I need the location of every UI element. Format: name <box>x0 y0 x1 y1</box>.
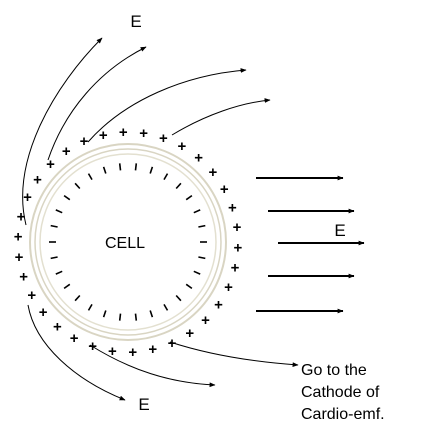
positive-charge: + <box>62 143 71 160</box>
positive-charge: + <box>108 343 117 360</box>
positive-charge: + <box>53 318 62 335</box>
negative-charge <box>102 166 107 174</box>
field-line-curve <box>169 341 299 368</box>
negative-charge <box>63 283 71 290</box>
straight-field-arrows <box>256 175 365 314</box>
negative-charge <box>134 313 138 321</box>
positive-charge: + <box>148 341 157 358</box>
positive-charge: + <box>201 312 210 329</box>
field-line-curve <box>171 98 271 136</box>
field-line-curve <box>27 304 126 401</box>
negative-charge <box>74 182 81 190</box>
negative-charge <box>163 173 169 181</box>
positive-charge: + <box>185 325 194 342</box>
negative-charge <box>163 303 169 311</box>
field-label-top: E <box>130 12 141 31</box>
positive-charge: + <box>14 229 23 246</box>
negative-charge <box>149 166 154 174</box>
positive-charge: + <box>39 304 48 321</box>
caption: Go to the Cathode of Cardio-emf. <box>301 362 385 423</box>
negative-charge <box>198 256 206 260</box>
positive-charge: + <box>194 150 203 167</box>
negative-charge <box>55 270 63 275</box>
field-label-right: E <box>334 221 345 240</box>
positive-charge: + <box>27 287 36 304</box>
positive-charge: + <box>88 338 97 355</box>
positive-charge: + <box>231 260 240 277</box>
field-label-bottom: E <box>138 395 149 414</box>
negative-charge <box>175 294 182 302</box>
positive-charge: + <box>15 249 24 266</box>
positive-charge: + <box>220 181 229 198</box>
outer-positive-charges: ++++++++++++++++++++++++++++++++++ <box>14 124 243 361</box>
positive-charge: + <box>119 124 128 141</box>
caption-line: Go to the <box>301 362 367 379</box>
negative-charge <box>50 224 58 228</box>
negative-charge <box>74 294 81 302</box>
positive-charge: + <box>178 138 187 155</box>
positive-charge: + <box>159 130 168 147</box>
field-line-curve <box>89 344 216 388</box>
positive-charge: + <box>23 189 32 206</box>
negative-charge <box>149 310 154 318</box>
field-line-curve <box>22 37 103 226</box>
negative-charge <box>118 163 122 171</box>
negative-charge <box>175 182 182 190</box>
positive-charge: + <box>168 335 177 352</box>
positive-charge: + <box>234 240 243 257</box>
negative-charge <box>102 310 107 318</box>
negative-charge <box>193 270 201 275</box>
positive-charge: + <box>19 269 28 286</box>
positive-charge: + <box>17 208 26 225</box>
negative-charge <box>87 303 93 311</box>
field-line-curve <box>87 68 247 143</box>
positive-charge: + <box>70 330 79 347</box>
inner-negative-charges <box>49 163 207 321</box>
positive-charge: + <box>224 279 233 296</box>
caption-line: Cathode of <box>301 384 380 401</box>
negative-charge <box>193 209 201 214</box>
cell-label: CELL <box>105 235 145 252</box>
positive-charge: + <box>233 219 242 236</box>
positive-charge: + <box>80 133 89 150</box>
negative-charge <box>185 194 193 201</box>
field-line-curve <box>47 46 147 161</box>
negative-charge <box>50 256 58 260</box>
positive-charge: + <box>209 164 218 181</box>
positive-charge: + <box>214 297 223 314</box>
curved-field-lines <box>22 37 299 401</box>
positive-charge: + <box>128 344 137 361</box>
negative-charge <box>55 209 63 214</box>
positive-charge: + <box>33 172 42 189</box>
negative-charge <box>134 163 138 171</box>
negative-charge <box>198 224 206 228</box>
cell-membrane <box>29 143 227 341</box>
positive-charge: + <box>139 125 148 142</box>
positive-charge: + <box>99 127 108 144</box>
negative-charge <box>185 283 193 290</box>
caption-line: Cardio-emf. <box>301 406 385 423</box>
negative-charge <box>63 194 71 201</box>
positive-charge: + <box>46 156 55 173</box>
negative-charge <box>87 173 93 181</box>
positive-charge: + <box>228 199 237 216</box>
negative-charge <box>118 313 122 321</box>
